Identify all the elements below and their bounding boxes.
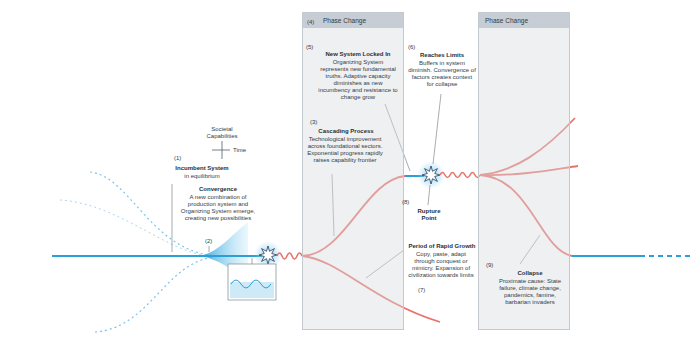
stage-heading: New System Locked In	[318, 51, 398, 58]
stage-heading: Convergence	[180, 186, 256, 193]
turbulence-wiggle	[440, 173, 480, 178]
incumbent-line	[52, 255, 262, 257]
dotted-path	[95, 257, 215, 332]
stage-heading: Rupture Point	[416, 208, 442, 222]
leader-line	[252, 258, 253, 264]
axis-label: Time	[233, 147, 246, 154]
stage-description: in equilibrium	[166, 173, 238, 180]
burst-symbol	[259, 246, 277, 264]
post-collapse-dashed	[640, 255, 692, 257]
callout-number: (1)	[174, 155, 181, 162]
stage-description: Organizing System represents new fundame…	[318, 59, 398, 101]
callout-number: (2)	[205, 238, 212, 245]
callout-number: (4)	[307, 19, 314, 26]
stage-description: Proximate cause: State failure, climate …	[492, 278, 568, 306]
axis-label: Societal Capabilities	[196, 126, 248, 140]
post-collapse-line	[572, 255, 640, 257]
band-heading: Phase Change	[303, 13, 403, 28]
callout-number: (5)	[306, 44, 313, 51]
stage-heading: Collapse	[492, 270, 568, 277]
callout-number: (3)	[310, 119, 317, 126]
callout-number: (7)	[418, 287, 425, 294]
stage-heading: Period of Rapid Growth	[406, 243, 478, 250]
stage-heading: Reaches Limits	[408, 52, 476, 59]
burst-symbol	[422, 166, 440, 184]
inset-box	[228, 264, 276, 300]
stage-description: Copy, paste, adapt through conquest or m…	[406, 251, 476, 279]
stage-description: Technological improvement across foundat…	[306, 136, 384, 164]
stage-description: A new combination of production system a…	[180, 194, 256, 222]
callout-number: (8)	[402, 199, 409, 206]
callout-number: (9)	[486, 262, 493, 269]
inset-wave	[231, 280, 271, 288]
inset-fill	[230, 282, 274, 298]
leader-line	[433, 94, 441, 164]
axis-icon	[212, 141, 230, 159]
leader-line	[209, 246, 210, 252]
stage-description: Buffers in system diminish. Convergence …	[408, 60, 476, 88]
callout-number: (6)	[408, 44, 415, 51]
stage-heading: Cascading Process	[306, 128, 386, 135]
leader-line	[428, 185, 430, 205]
stage-heading: Incumbent System	[166, 165, 238, 172]
turbulence-wiggle	[277, 253, 302, 259]
band-heading: Phase Change	[479, 13, 569, 28]
leader-line	[172, 184, 173, 252]
